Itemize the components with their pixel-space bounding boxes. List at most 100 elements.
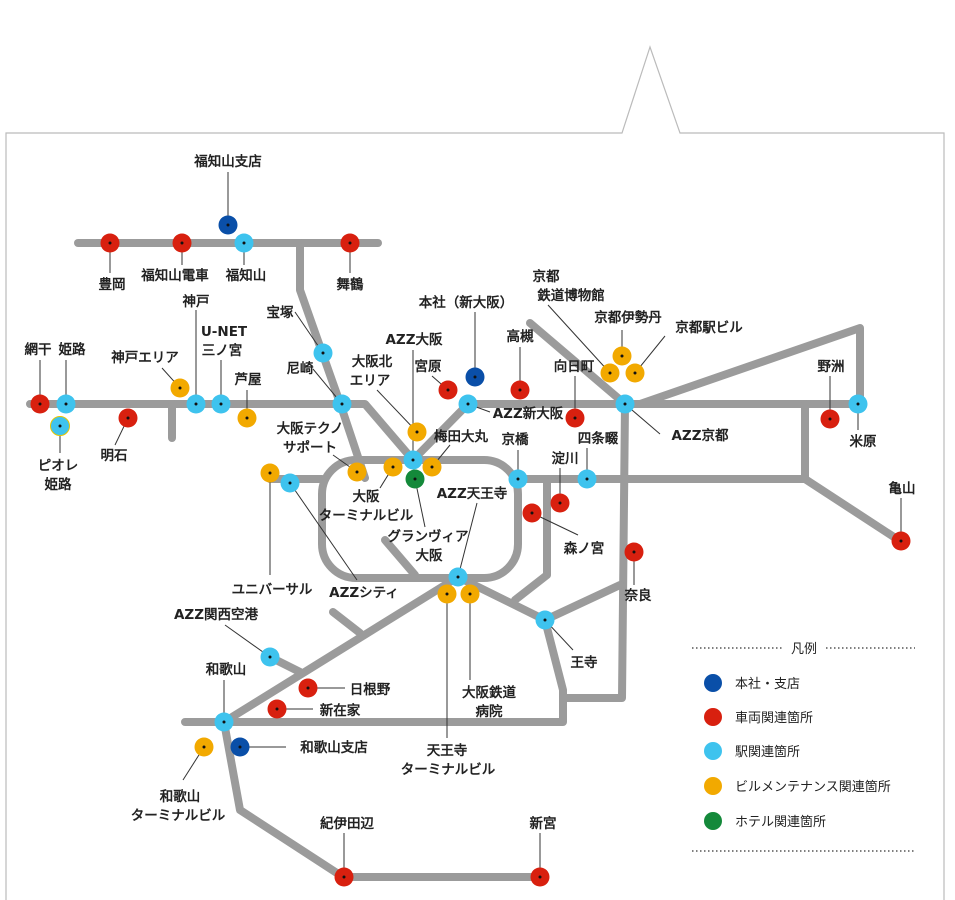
legend: 凡例 本社・支店 車両関連箇所 駅関連箇所 ビルメンテナンス関連箇所 ホテル関連…: [692, 642, 915, 852]
legend-title: 凡例: [791, 642, 817, 657]
station-center-dot: [202, 745, 206, 749]
legend-item-building: ビルメンテナンス関連箇所: [704, 777, 891, 795]
label-azz-kix: AZZ関西空港: [174, 606, 259, 623]
label-morinomiya: 森ノ宮: [564, 540, 605, 557]
label-fukuchiyama-densha: 福知山電車: [140, 267, 209, 284]
label-takatsuki: 高槻: [507, 328, 535, 345]
station-center-dot: [180, 241, 184, 245]
station-center-dot: [194, 402, 198, 406]
station-center-dot: [446, 388, 450, 392]
station-center-dot: [348, 241, 352, 245]
label-osaka-kita: 大阪北: [352, 353, 393, 370]
label-nara: 奈良: [624, 587, 653, 604]
station-center-dot: [126, 416, 130, 420]
station-center-dot: [620, 354, 624, 358]
station-center-dot: [632, 550, 636, 554]
label-aboshi: 網干: [25, 341, 52, 358]
label-hospital: 病院: [476, 703, 503, 720]
label-miyahara: 宮原: [415, 358, 442, 375]
label-amagasaki: 尼崎: [287, 360, 314, 377]
label-azz-kyoto: AZZ京都: [671, 427, 729, 444]
label-tennoji: 天王寺: [427, 743, 468, 759]
station-center-dot: [473, 375, 477, 379]
legend-item-vehicle: 車両関連箇所: [704, 708, 813, 726]
legend-swatch-green: [704, 812, 722, 830]
station-center-dot: [608, 371, 612, 375]
station-center-dot: [38, 402, 42, 406]
label-akashi: 明石: [101, 448, 128, 464]
label-shijonawate: 四条畷: [578, 430, 619, 447]
station-center-dot: [58, 424, 62, 428]
station-markers: [30, 215, 911, 887]
label-himeji: 姫路: [59, 341, 86, 358]
label-osaka-techno: 大阪テクノ: [277, 420, 344, 437]
station-center-dot: [633, 371, 637, 375]
legend-swatch-orange: [704, 777, 722, 795]
station-center-dot: [573, 416, 577, 420]
station-center-dot: [321, 351, 325, 355]
station-center-dot: [585, 477, 589, 481]
label-kameyama: 亀山: [889, 480, 916, 497]
label-ashiya: 芦屋: [235, 371, 262, 388]
label-oji: 王寺: [571, 655, 599, 671]
station-center-dot: [413, 477, 417, 481]
label-osaka-railway: 大阪鉄道: [462, 684, 516, 701]
station-center-dot: [558, 501, 562, 505]
station-facility-markers: [50, 233, 868, 732]
callout-frame: [5, 45, 945, 900]
label-kyoto-isetan: 京都伊勢丹: [594, 309, 662, 326]
head-office-branch-markers: [218, 215, 485, 757]
label-osaka-terminal-bldg: ターミナルビル: [319, 508, 414, 524]
legend-label: 車両関連箇所: [735, 710, 813, 726]
station-center-dot: [268, 471, 272, 475]
station-center-dot: [275, 707, 279, 711]
building-maintenance-markers: [170, 346, 645, 757]
station-center-dot: [516, 477, 520, 481]
label-kii-tanabe: 紀伊田辺: [320, 815, 374, 832]
label-honsha: 本社（新大阪）: [419, 294, 514, 311]
label-yodogawa: 淀川: [552, 450, 579, 467]
label-area: エリア: [350, 373, 391, 389]
station-center-dot: [226, 223, 230, 227]
label-hineno: 日根野: [350, 681, 391, 698]
station-center-dot: [430, 465, 434, 469]
station-center-dot: [268, 655, 272, 659]
station-center-dot: [288, 481, 292, 485]
label-osaka: 大阪: [353, 488, 380, 505]
label-takarazuka: 宝塚: [267, 304, 294, 321]
label-fukuchiyama: 福知山: [225, 267, 267, 284]
station-center-dot: [108, 241, 112, 245]
station-center-dot: [219, 402, 223, 406]
label-shinzaike: 新在家: [320, 702, 361, 719]
station-center-dot: [340, 402, 344, 406]
legend-label: 本社・支店: [735, 676, 800, 692]
label-toyooka: 豊岡: [99, 276, 126, 293]
label-kobe-area: 神戸エリア: [111, 349, 179, 366]
vehicle-facility-markers: [30, 233, 911, 887]
label-azz-tennoji: AZZ天王寺: [437, 486, 508, 502]
label-maizuru: 舞鶴: [337, 276, 364, 293]
label-fukuchiyama-branch: 福知山支店: [193, 153, 262, 170]
station-center-dot: [445, 592, 449, 596]
station-center-dot: [342, 875, 346, 879]
station-center-dot: [530, 511, 534, 515]
label-universal: ユニバーサル: [232, 582, 313, 598]
label-kobe: 神戸: [183, 293, 210, 310]
label-wakayama-branch: 和歌山支店: [300, 739, 368, 756]
station-center-dot: [899, 539, 903, 543]
label-kyoto: 京都: [533, 268, 561, 285]
station-center-dot: [391, 465, 395, 469]
label-unet: U-NET: [201, 324, 248, 340]
station-center-dot: [64, 402, 68, 406]
legend-swatch-cyan: [704, 742, 722, 760]
station-labels: 福知山支店 豊岡 福知山電車 福知山 舞鶴 神戸 U-NET 三ノ宮 神戸エリア…: [25, 153, 916, 832]
label-wakayama-tb: 和歌山: [160, 788, 201, 805]
station-center-dot: [245, 416, 249, 420]
label-granvia: グランヴィア: [388, 528, 469, 545]
label-azz-osaka: AZZ大阪: [385, 331, 443, 348]
station-center-dot: [355, 470, 359, 474]
legend-swatch-red: [704, 708, 722, 726]
legend-item-station: 駅関連箇所: [704, 742, 800, 760]
station-center-dot: [238, 745, 242, 749]
